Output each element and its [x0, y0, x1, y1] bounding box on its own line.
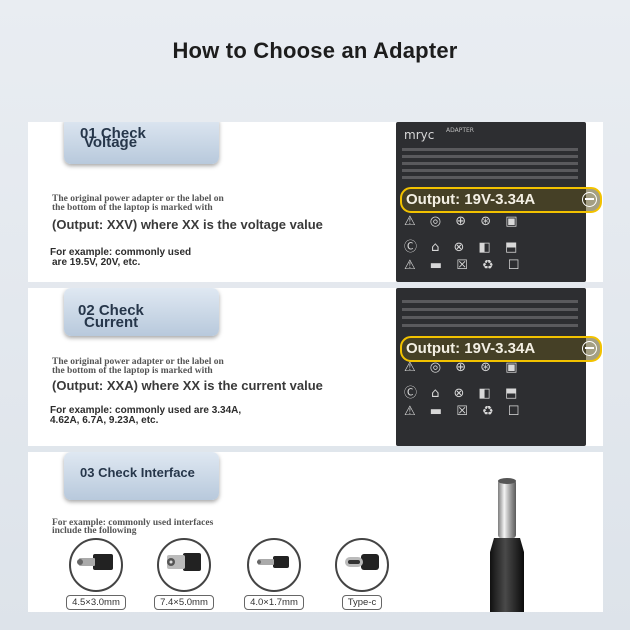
adapter-model: ADAPTER — [446, 127, 474, 134]
step2-heading-line2: Current — [84, 314, 139, 331]
step1-desc-line2: the bottom of the laptop is marked with — [52, 203, 213, 213]
step1-example-line1: For example: commonly used — [50, 247, 192, 258]
certification-icons-b3: ⚠ ▬ ☒ ♻ ☐ — [404, 404, 525, 419]
barrel-plug-icon — [69, 538, 123, 592]
step2-desc-line2: the bottom of the laptop is marked with — [52, 366, 213, 376]
step2-desc-line1: The original power adapter or the label … — [52, 357, 224, 367]
certification-icons-b: ⚠ ◎ ⊕ ⊛ ▣ — [404, 360, 523, 375]
output-highlight-2: Output: 19V-3.34A — [400, 336, 602, 362]
step2-badge: 02 Check Current — [64, 288, 219, 336]
page-title: How to Choose an Adapter — [172, 38, 458, 63]
step1-example-line2: are 19.5V, 20V, etc. — [52, 257, 141, 268]
connector-7-4x5-0: 7.4×5.0mm — [146, 538, 222, 610]
connector-type-c: Type-c — [324, 538, 400, 610]
step2-example-line2: 4.62A, 6.7A, 9.23A, etc. — [50, 415, 159, 426]
connector-4-5x3-0: 4.5×3.0mm — [58, 538, 134, 610]
step1-rule: (Output: XXV) where XX is the voltage va… — [52, 217, 323, 232]
adapter-brand: mryc — [404, 128, 435, 142]
step1-heading-line2: Voltage — [84, 134, 138, 151]
step1-desc-line1: The original power adapter or the label … — [52, 194, 224, 204]
step3-badge: 03 Check Interface — [64, 452, 219, 500]
connector-label: Type-c — [341, 595, 383, 610]
connector-4-0x1-7: 4.0×1.7mm — [236, 538, 312, 610]
certification-icons-row3: ⚠ ▬ ☒ ♻ ☐ — [404, 258, 525, 273]
step1-badge: 01 Check Voltage — [64, 122, 219, 164]
barrel-pin-plug-icon — [157, 538, 211, 592]
small-barrel-plug-icon — [247, 538, 301, 592]
step3-example-line2: include the following — [52, 526, 137, 536]
highlight-cap-icon — [582, 341, 597, 356]
interface-panel: 03 Check Interface For example: commonly… — [28, 452, 603, 612]
output-highlight-1-text: Output: 19V-3.34A — [406, 191, 536, 208]
step2-example-line1: For example: commonly used are 3.34A, — [50, 405, 242, 416]
connector-label: 7.4×5.0mm — [154, 595, 214, 610]
highlight-cap-icon — [582, 192, 597, 207]
connector-label: 4.0×1.7mm — [244, 595, 304, 610]
dc-plug-icon — [490, 478, 524, 612]
certification-icons-row2: Ⓒ ⌂ ⊗ ◧ ⬒ — [404, 240, 523, 255]
output-highlight-1: Output: 19V-3.34A — [400, 187, 602, 213]
step1-heading-line1: 01 Check — [80, 125, 146, 142]
step2-heading-line1: 02 Check — [78, 302, 144, 319]
usb-c-plug-icon — [335, 538, 389, 592]
connector-label: 4.5×3.0mm — [66, 595, 126, 610]
certification-icons-b2: Ⓒ ⌂ ⊗ ◧ ⬒ — [404, 386, 523, 401]
adapter-label-photo-2: ⚠ ◎ ⊕ ⊛ ▣ Ⓒ ⌂ ⊗ ◧ ⬒ ⚠ ▬ ☒ ♻ ☐ — [396, 288, 586, 446]
certification-icons: ⚠ ◎ ⊕ ⊛ ▣ — [404, 214, 523, 229]
step2-rule: (Output: XXA) where XX is the current va… — [52, 378, 323, 393]
output-highlight-2-text: Output: 19V-3.34A — [406, 340, 536, 357]
step3-heading: 03 Check Interface — [80, 465, 195, 480]
step3-example-line1: For example: commonly used interfaces — [52, 518, 214, 528]
